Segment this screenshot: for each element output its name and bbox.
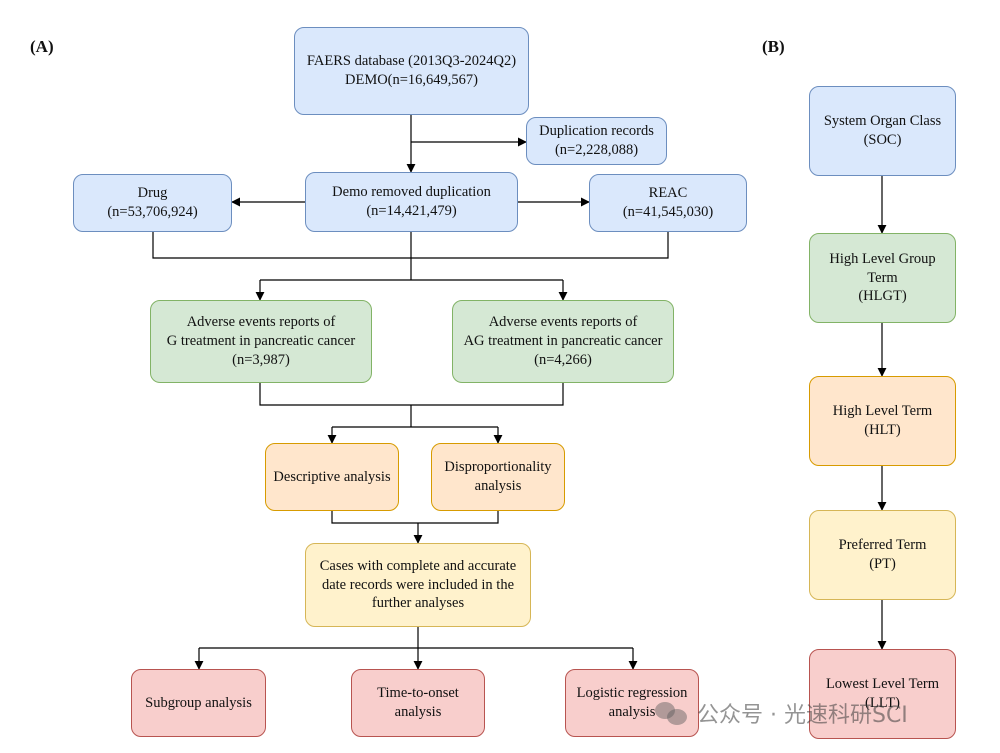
hlt-line-2: (HLT) — [864, 422, 901, 438]
drug-line-2: (n=53,706,924) — [107, 204, 198, 220]
duplication-line-2: (n=2,228,088) — [554, 142, 639, 158]
g-treatment-reports-box: Adverse events reports of G treatment in… — [150, 300, 372, 383]
disproportionality-line-1: Disproportionality — [444, 459, 552, 476]
pt-line-2: (PT) — [869, 556, 896, 572]
descriptive-analysis-box: Descriptive analysis — [265, 443, 399, 511]
duplication-records-box: Duplication records (n=2,228,088) — [526, 117, 667, 165]
duplication-line-1: Duplication records — [539, 123, 654, 140]
demo-removed-line-1: Demo removed duplication — [332, 184, 491, 201]
complete-cases-box: Cases with complete and accurate date re… — [305, 543, 531, 627]
soc-line-2: (SOC) — [863, 132, 902, 148]
hlt-box: High Level Term (HLT) — [809, 376, 956, 466]
disproportionality-analysis-box: Disproportionality analysis — [431, 443, 565, 511]
drug-box: Drug (n=53,706,924) — [73, 174, 232, 232]
reac-line-1: REAC — [648, 185, 688, 202]
llt-line-2: (LLT) — [865, 695, 900, 711]
subgroup-line-1: Subgroup analysis — [145, 694, 252, 711]
hlgt-line-3: (HLGT) — [858, 288, 907, 305]
ag-reports-line-2: AG treatment in pancreatic cancer — [463, 333, 663, 350]
faers-line-1: FAERS database (2013Q3-2024Q2) — [306, 53, 517, 70]
hlt-line-1: High Level Term — [832, 403, 933, 420]
g-reports-line-2: G treatment in pancreatic cancer — [166, 333, 356, 350]
time-to-onset-analysis-box: Time-to-onset analysis — [351, 669, 485, 737]
watermark-text: 公众号 · 光速科研SCI — [697, 703, 908, 728]
drug-line-1: Drug — [137, 185, 168, 202]
g-reports-line-1: Adverse events reports of — [186, 314, 336, 331]
complete-cases-line-3: further analyses — [371, 595, 465, 612]
logistic-regression-analysis-box: Logistic regression analysis — [565, 669, 699, 737]
complete-cases-line-1: Cases with complete and accurate — [319, 557, 517, 574]
edge-merge-analyses — [331, 511, 499, 524]
hlgt-box: High Level Group Term (HLGT) — [809, 233, 956, 323]
edge-merge-reports — [259, 383, 564, 406]
logistic-line-2: analysis — [608, 704, 656, 720]
disproportionality-line-2: analysis — [474, 478, 522, 494]
ag-reports-line-3: (n=4,266) — [534, 351, 592, 368]
watermark: 公众号 · 光速科研SCI — [655, 697, 908, 729]
reac-box: REAC (n=41,545,030) — [589, 174, 747, 232]
logistic-line-1: Logistic regression — [576, 685, 688, 702]
demo-removed-line-2: (n=14,421,479) — [366, 203, 457, 219]
panel-b-label: (B) — [762, 37, 785, 56]
g-reports-line-3: (n=3,987) — [232, 351, 290, 368]
pt-line-1: Preferred Term — [838, 537, 927, 554]
demo-removed-duplication-box: Demo removed duplication (n=14,421,479) — [305, 172, 518, 232]
faers-line-2: DEMO(n=16,649,567) — [344, 72, 479, 88]
hlgt-line-1: High Level Group — [829, 250, 936, 267]
faers-database-box: FAERS database (2013Q3-2024Q2) DEMO(n=16… — [294, 27, 529, 115]
soc-box: System Organ Class (SOC) — [809, 86, 956, 176]
pt-box: Preferred Term (PT) — [809, 510, 956, 600]
complete-cases-line-2: date records were included in the — [321, 576, 515, 593]
ag-reports-line-1: Adverse events reports of — [488, 314, 638, 331]
llt-box: Lowest Level Term (LLT) — [809, 649, 956, 739]
ag-treatment-reports-box: Adverse events reports of AG treatment i… — [452, 300, 674, 383]
subgroup-analysis-box: Subgroup analysis — [131, 669, 266, 737]
time-to-onset-line-1: Time-to-onset — [377, 685, 459, 702]
time-to-onset-line-2: analysis — [394, 704, 442, 720]
wechat-icon — [655, 700, 689, 726]
llt-line-1: Lowest Level Term — [825, 676, 940, 693]
soc-line-1: System Organ Class — [823, 113, 942, 130]
reac-line-2: (n=41,545,030) — [622, 204, 714, 220]
panel-a-label: (A) — [30, 37, 54, 56]
hlgt-line-2: Term — [867, 269, 898, 286]
descriptive-line-1: Descriptive analysis — [273, 468, 391, 485]
